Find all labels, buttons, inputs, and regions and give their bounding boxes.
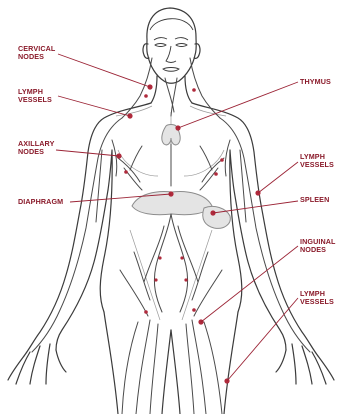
left-leg-inner [162, 330, 171, 414]
left-eye [155, 44, 166, 47]
left-hand [8, 344, 66, 384]
vessel-right-leg [186, 320, 222, 414]
right-leg-inner [171, 330, 180, 414]
node-trunk-4 [184, 278, 187, 281]
lymph-nodes [116, 84, 260, 383]
vessel-left-leg [122, 320, 158, 414]
leader-inguinal-nodes [201, 246, 298, 322]
node-cervical-3 [192, 88, 196, 92]
label-inguinal-nodes: INGUINAL NODES [300, 238, 336, 255]
right-leg-outer [224, 312, 238, 414]
face-details [150, 19, 193, 72]
label-lymph-vessels-arm: LYMPH VESSELS [300, 153, 334, 170]
vessel-axillary-left [118, 146, 142, 190]
vessel-abdomen-branches [120, 252, 222, 316]
right-arm-inner [234, 190, 286, 350]
leader-lines [56, 54, 298, 381]
node-trunk-1 [158, 256, 161, 259]
leader-thymus [178, 82, 298, 128]
vessel-trunk [144, 144, 198, 312]
label-cervical-nodes: CERVICAL NODES [18, 45, 55, 62]
lymph-vessels-network [32, 58, 310, 414]
leader-lymph-vessels-neck [58, 96, 130, 116]
label-spleen: SPLEEN [300, 196, 329, 204]
node-axillary-3 [220, 158, 224, 162]
leader-lymph-vessels-arm [258, 162, 298, 193]
node-cervical-2 [144, 94, 148, 98]
label-lymph-vessels-neck: LYMPH VESSELS [18, 88, 52, 105]
right-torso [230, 150, 242, 312]
leader-cervical-nodes [58, 54, 150, 87]
label-diaphragm: DIAPHRAGM [18, 198, 63, 206]
label-lymph-vessels-leg: LYMPH VESSELS [300, 290, 334, 307]
hair-line [150, 19, 193, 30]
mouth [163, 68, 179, 72]
left-torso [100, 150, 112, 312]
spleen-organ [203, 206, 231, 228]
right-brow [175, 38, 188, 40]
head-outline [147, 8, 197, 83]
leader-lymph-vessels-leg [227, 298, 298, 381]
vessel-axillary-right [200, 146, 224, 190]
neck-right [185, 76, 192, 103]
leader-spleen [213, 201, 298, 213]
node-inguinal-2 [144, 310, 148, 314]
right-hand [276, 344, 334, 384]
left-arm-inner [56, 190, 108, 350]
node-axillary-2 [124, 170, 128, 174]
left-brow [154, 38, 167, 40]
neck-left [151, 76, 157, 103]
node-thymus [175, 125, 180, 130]
nose [166, 46, 176, 63]
node-trunk-2 [180, 256, 183, 259]
abdomen-left [130, 230, 160, 320]
right-eye [176, 44, 187, 47]
left-leg-outer [104, 312, 118, 414]
label-thymus: THYMUS [300, 78, 331, 86]
abdomen-right [182, 230, 212, 320]
node-trunk-3 [154, 278, 157, 281]
right-shoulder-arm-outer [192, 103, 318, 356]
label-axillary-nodes: AXILLARY NODES [18, 140, 54, 157]
node-axillary-4 [214, 172, 218, 176]
node-inguinal-3 [192, 308, 196, 312]
